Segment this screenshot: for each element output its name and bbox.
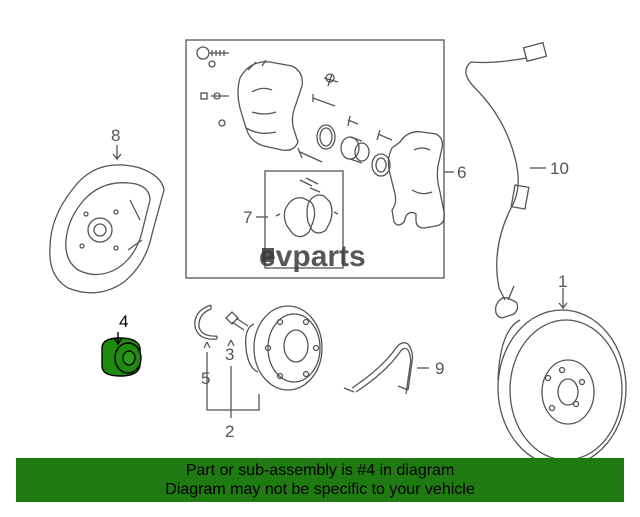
brake-pads — [275, 177, 339, 238]
callout-9[interactable]: 9 — [435, 359, 444, 378]
piston-boot — [371, 153, 391, 177]
wheel-hub — [245, 305, 323, 391]
callout-1[interactable]: 1 — [558, 272, 567, 291]
hub-bolt — [225, 311, 249, 331]
callout-4[interactable]: 4 — [119, 312, 128, 331]
caliper-assembly-box — [185, 39, 445, 279]
callout-10[interactable]: 10 — [550, 159, 569, 178]
leader-line-8 — [112, 145, 122, 161]
banner-line-2: Diagram may not be specific to your vehi… — [165, 481, 475, 498]
callout-6[interactable]: 6 — [457, 163, 466, 182]
caliper-bracket — [387, 131, 445, 229]
caliper-body — [237, 61, 303, 151]
callout-3[interactable]: 3 — [225, 345, 234, 364]
snap-ring — [194, 304, 218, 340]
leader-line-1 — [558, 288, 568, 310]
piston — [340, 136, 370, 164]
brake-disc — [497, 309, 627, 467]
callout-5[interactable]: 5 — [201, 369, 210, 388]
info-banner: Part or sub-assembly is #4 in diagram Di… — [16, 458, 624, 502]
callout-8[interactable]: 8 — [111, 126, 120, 145]
banner-line-1: Part or sub-assembly is #4 in diagram — [185, 462, 455, 479]
callout-2[interactable]: 2 — [225, 422, 234, 441]
watermark-text: evparts — [259, 240, 366, 273]
pad-kit-box — [264, 170, 344, 269]
backing-plate — [49, 164, 165, 294]
callout-7[interactable]: 7 — [243, 208, 252, 227]
leader-line-2 — [206, 352, 260, 418]
abs-sensor-wire — [465, 41, 548, 319]
highlighted-part-4[interactable] — [101, 332, 142, 377]
caliper-hardware — [196, 46, 339, 163]
piston-seal — [316, 124, 336, 150]
brake-hose — [343, 342, 414, 395]
watermark: evparts — [259, 240, 366, 273]
